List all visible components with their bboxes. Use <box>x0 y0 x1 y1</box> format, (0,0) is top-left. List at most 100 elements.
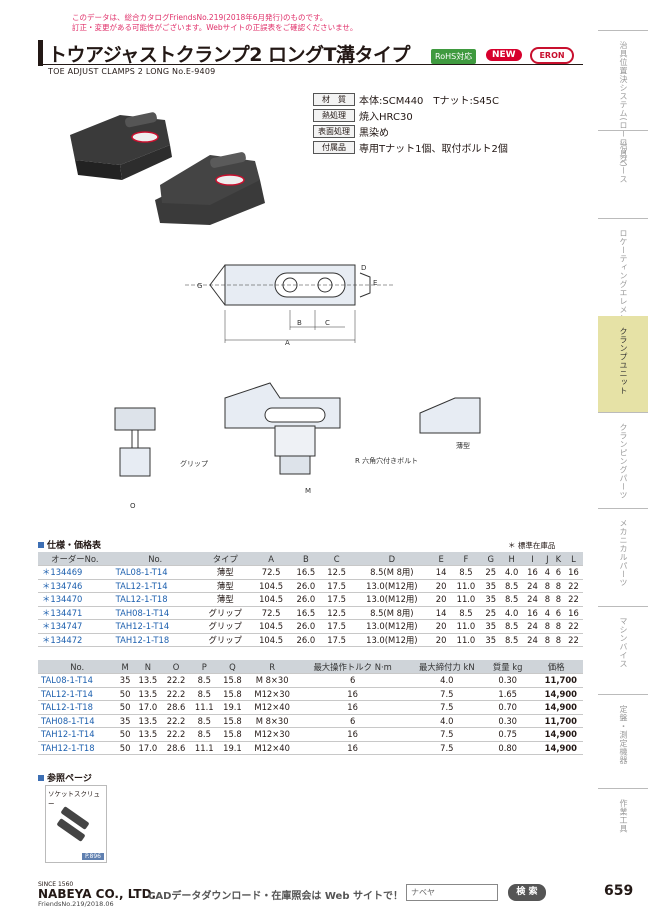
sidebar-item-clamp-unit[interactable]: クランプユニット <box>598 316 648 412</box>
table-cell: ＊134470 <box>38 592 112 607</box>
sidebar-item-clamping-parts[interactable]: クランピングパーツ <box>598 412 648 508</box>
column-header: F <box>450 552 482 566</box>
table-cell: 35 <box>116 714 134 728</box>
table-cell: 25 <box>481 565 501 580</box>
table-cell: 7.5 <box>407 700 487 715</box>
cad-download-text: CADデータダウンロード・在庫照会は Web サイトで！ <box>148 891 403 902</box>
table-cell: 20 <box>431 579 451 593</box>
table-cell: 22.2 <box>161 714 191 728</box>
table-cell: 14,900 <box>529 687 583 701</box>
table-cell: 15.8 <box>218 727 247 742</box>
table-cell: ＊134469 <box>38 565 112 580</box>
table-cell: TAL12-1-T14 <box>38 687 117 701</box>
table-cell: 4.0 <box>500 565 524 580</box>
column-header: No. <box>111 552 199 566</box>
rohs-badge: RoHS対応 <box>431 49 477 64</box>
label-e: E <box>373 279 377 287</box>
table-cell: 26.0 <box>290 619 322 634</box>
table-cell: 11.1 <box>190 700 219 715</box>
table-cell: 13.5 <box>133 687 162 701</box>
column-header: A <box>251 552 291 566</box>
table-cell: 0.75 <box>486 727 530 742</box>
table-cell: 14 <box>431 606 451 620</box>
table-cell: 13.0(M12用) <box>352 592 432 607</box>
table-cell: 22 <box>564 592 583 607</box>
column-header: D <box>352 552 432 566</box>
label-b: B <box>297 319 302 327</box>
label-c: C <box>325 319 330 327</box>
table-cell: M12×40 <box>246 700 298 715</box>
sidebar-item-tools[interactable]: 作業工具 <box>598 788 648 880</box>
reference-socket-screw[interactable]: ソケットスクリュー P.896 <box>45 785 107 863</box>
search-button[interactable]: 検 索 <box>508 884 546 901</box>
table-cell: 17.5 <box>321 619 353 634</box>
sidebar-item-locating-element[interactable]: ロケーティングエレメント <box>598 218 648 331</box>
page-number: 659 <box>604 883 634 899</box>
column-header: タイプ <box>198 552 252 566</box>
table-cell: 22.2 <box>161 673 191 688</box>
title-underline <box>38 64 583 65</box>
table-cell: 8 <box>552 619 565 634</box>
table-cell: 35 <box>481 579 501 593</box>
column-header: 最大締付力 kN <box>407 660 487 674</box>
table-cell: 17.5 <box>321 633 353 647</box>
label-bolt: R 六角穴付きボルト <box>355 456 418 465</box>
table-cell: 14,900 <box>529 700 583 715</box>
table-cell: 11.0 <box>450 579 482 593</box>
sidebar-item-label: 治具位置決システム(ローロック) <box>619 41 628 168</box>
table-cell: 72.5 <box>251 565 291 580</box>
table-cell: グリップ <box>198 633 252 647</box>
table-cell: TAH12-1-T18 <box>38 741 117 755</box>
column-header: N <box>133 660 162 674</box>
table-cell: 8.5 <box>190 727 219 742</box>
table-cell: 8.5 <box>500 619 524 634</box>
table-cell: 24 <box>523 592 542 607</box>
table-cell: ＊134747 <box>38 619 112 634</box>
table-cell: 17.5 <box>321 579 353 593</box>
label-thin: 薄型 <box>456 441 470 450</box>
table-cell: 72.5 <box>251 606 291 620</box>
table-cell: 8 <box>552 579 565 593</box>
notice-line-2: 訂正・変更がある可能性がございます。Webサイトの正誤表をご確認くださいませ。 <box>72 23 358 32</box>
table-cell: 4.0 <box>407 714 487 728</box>
table-cell: 50 <box>116 687 134 701</box>
table-cell: 24 <box>523 633 542 647</box>
table-cell: TAH12-1-T14 <box>111 619 199 634</box>
spec-value: 黒染め <box>359 128 389 139</box>
column-header: H <box>500 552 524 566</box>
column-header: I <box>523 552 542 566</box>
column-header: G <box>481 552 501 566</box>
table-cell: 35 <box>481 592 501 607</box>
brand-name: NABEYA CO., LTD. <box>38 887 157 901</box>
table-cell: 25 <box>481 606 501 620</box>
square-icon <box>38 774 44 781</box>
spec-material: 材 質本体:SCM440 Tナット:S45C <box>313 92 508 107</box>
table-cell: 8 <box>541 619 553 634</box>
stock-note: ＊ 標準在庫品 <box>508 541 556 550</box>
table-cell: 104.5 <box>251 619 291 634</box>
table-cell: 16 <box>564 606 583 620</box>
table-cell: 8.5 <box>450 565 482 580</box>
square-icon <box>38 541 44 548</box>
label-g: G <box>197 282 202 290</box>
table-cell: 35 <box>481 619 501 634</box>
table-cell: 15.8 <box>218 714 247 728</box>
section-title: 仕様・価格表 <box>47 541 102 551</box>
sidebar-item-label: 治具ベース <box>619 141 628 184</box>
sidebar-item-surface-plate[interactable]: 定盤・測定機器 <box>598 694 648 788</box>
sidebar-item-jig-base[interactable]: 治具ベース <box>598 130 648 218</box>
sidebar-item-mechanical-parts[interactable]: メカニカルパーツ <box>598 508 648 606</box>
sidebar-item-label: メカニカルパーツ <box>619 519 628 587</box>
table-cell: 26.0 <box>290 579 322 593</box>
search-input[interactable]: ナベヤ <box>406 884 498 901</box>
sidebar-item-location-system[interactable]: 治具位置決システム(ローロック) <box>598 30 648 167</box>
sidebar-item-machine-vise[interactable]: マシンバイス <box>598 606 648 694</box>
spec-list: 材 質本体:SCM440 Tナット:S45C 熱処理焼入HRC30 表面処理黒染… <box>313 92 508 156</box>
table-cell: 6 <box>552 565 565 580</box>
table-cell: 16 <box>297 700 408 715</box>
